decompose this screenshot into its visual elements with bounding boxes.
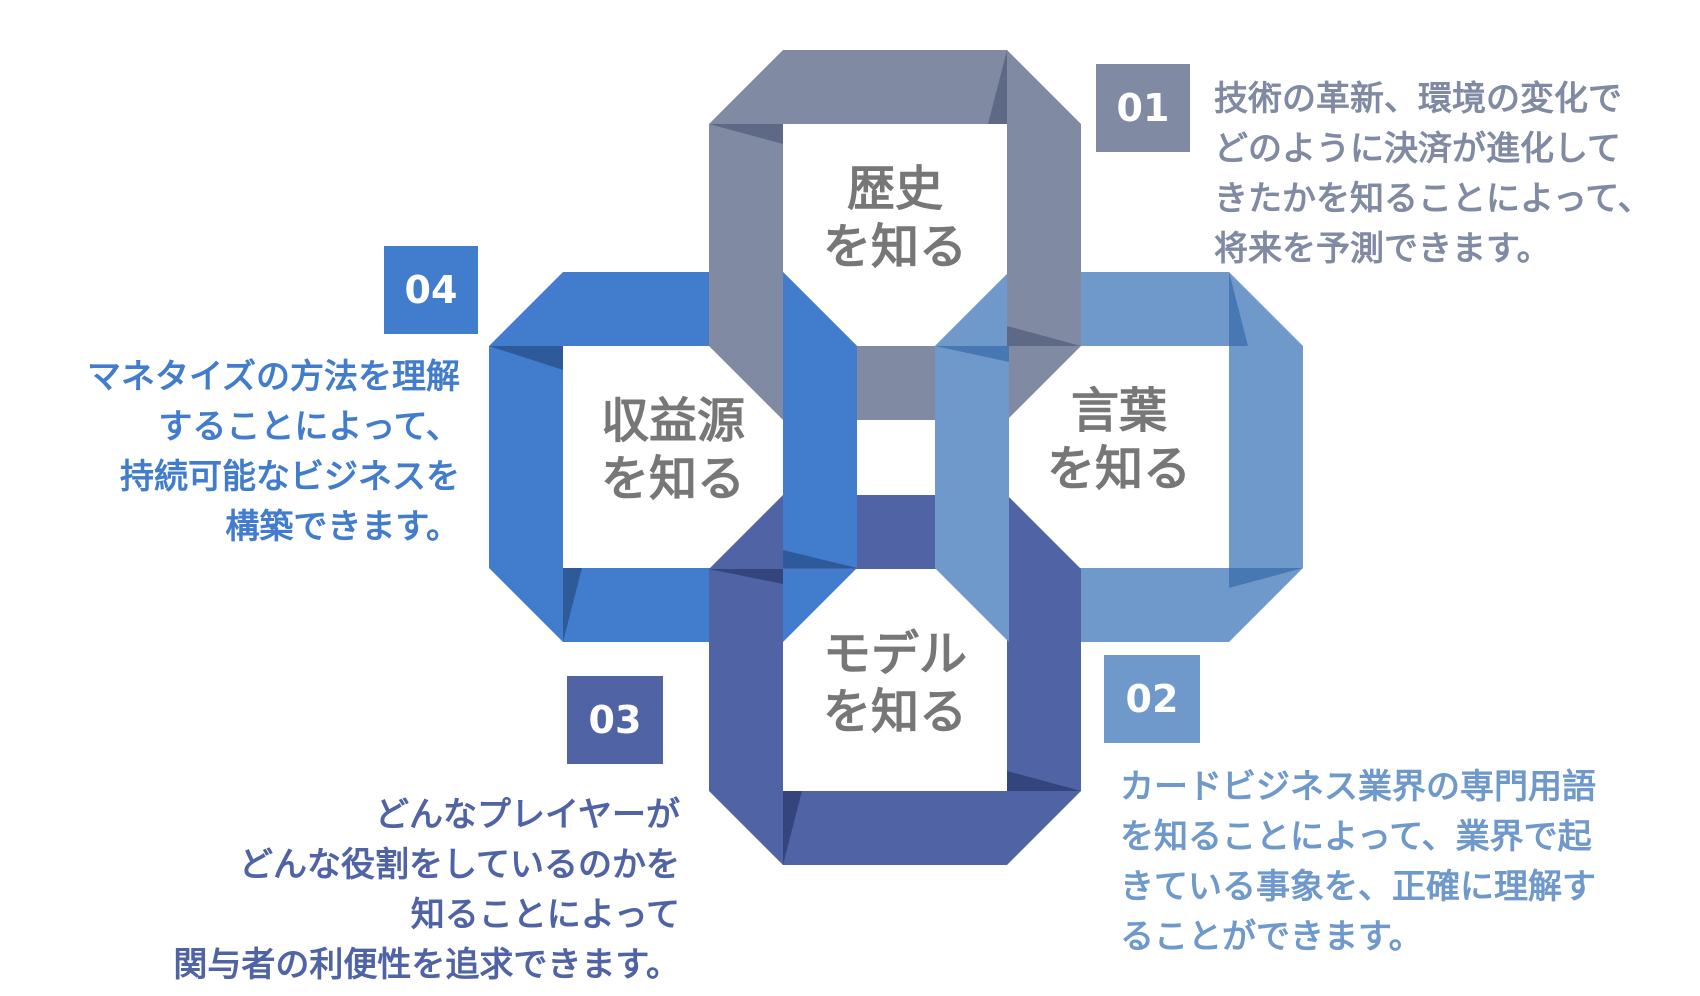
label-history-line1: 歴史 — [846, 161, 943, 217]
badge-01: 01 — [1096, 64, 1190, 152]
desc-revenue-line4: 構築できます。 — [225, 507, 460, 547]
label-language-line2: を知る — [1046, 441, 1191, 497]
ring-model-overlay — [709, 569, 783, 642]
label-revenue: 収益源 を知る — [563, 392, 783, 508]
ring-language-overlay — [935, 272, 1009, 642]
label-model-line2: を知る — [822, 684, 967, 740]
badge-02: 02 — [1104, 655, 1200, 743]
ring-language-fold-right — [1229, 568, 1303, 588]
desc-model-line3: 知ることによって — [410, 895, 680, 935]
desc-language: カードビジネス業界の専門用語 を知ることによって、業界で起 きている事象を、正確… — [1120, 762, 1596, 962]
label-model-line1: モデル — [822, 626, 967, 682]
ring-history-fold-top — [988, 50, 1007, 124]
ring-model — [709, 495, 1081, 865]
desc-language-line4: ることができます。 — [1120, 917, 1423, 957]
overlay-fold-2 — [1007, 326, 1081, 346]
label-model: モデル を知る — [783, 625, 1007, 741]
desc-language-line1: カードビジネス業界の専門用語 — [1120, 767, 1596, 807]
badge-03: 03 — [567, 676, 663, 764]
label-revenue-line2: を知る — [600, 451, 745, 507]
badge-04: 04 — [384, 246, 478, 334]
overlay-fold-4 — [709, 569, 783, 584]
label-language: 言葉 を知る — [1009, 382, 1229, 498]
desc-language-line3: きている事象を、正確に理解す — [1120, 867, 1596, 907]
desc-history-line2: どのように決済が進化して — [1214, 129, 1621, 169]
label-history-line2: を知る — [822, 219, 967, 275]
ring-revenue-fold-topleft — [489, 346, 563, 370]
ring-model-fold-bottom — [783, 791, 802, 865]
ring-model-band — [709, 495, 1081, 865]
desc-history-line3: きたかを知ることによって、 — [1214, 179, 1652, 219]
desc-model-line1: どんなプレイヤーが — [375, 795, 680, 835]
ring-model-fold-right — [1007, 771, 1081, 791]
desc-model-line2: どんな役割をしているのかを — [239, 845, 680, 885]
desc-revenue-line2: することによって、 — [158, 407, 460, 447]
overlay-fold-1 — [783, 550, 857, 568]
desc-history: 技術の革新、環境の変化で どのように決済が進化して きたかを知ることによって、 … — [1214, 74, 1652, 274]
ring-history-fold-left — [709, 124, 783, 144]
ring-history-overlay — [1007, 124, 1081, 346]
ring-language-fold-topright — [1229, 272, 1248, 346]
desc-revenue-line3: 持続可能なビジネスを — [120, 457, 460, 497]
ring-history-band — [709, 50, 1081, 420]
label-revenue-line1: 収益源 — [600, 393, 745, 449]
desc-history-line1: 技術の革新、環境の変化で — [1214, 79, 1622, 119]
desc-model-line4: 関与者の利便性を追求できます。 — [173, 945, 680, 985]
ring-revenue-overlay — [783, 272, 857, 568]
overlay-fold-3 — [935, 346, 1009, 362]
desc-language-line2: を知ることによって、業界で起 — [1120, 817, 1592, 857]
desc-revenue-line1: マネタイズの方法を理解 — [87, 357, 460, 397]
ring-history — [709, 50, 1081, 420]
ring-revenue-fold-bottomleft — [563, 568, 582, 642]
desc-model: どんなプレイヤーが どんな役割をしているのかを 知ることによって 関与者の利便性… — [173, 790, 680, 990]
desc-history-line4: 将来を予測できます。 — [1214, 229, 1551, 269]
label-language-line1: 言葉 — [1070, 383, 1167, 439]
desc-revenue: マネタイズの方法を理解 することによって、 持続可能なビジネスを 構築できます。 — [87, 352, 460, 552]
label-history: 歴史 を知る — [783, 160, 1007, 276]
